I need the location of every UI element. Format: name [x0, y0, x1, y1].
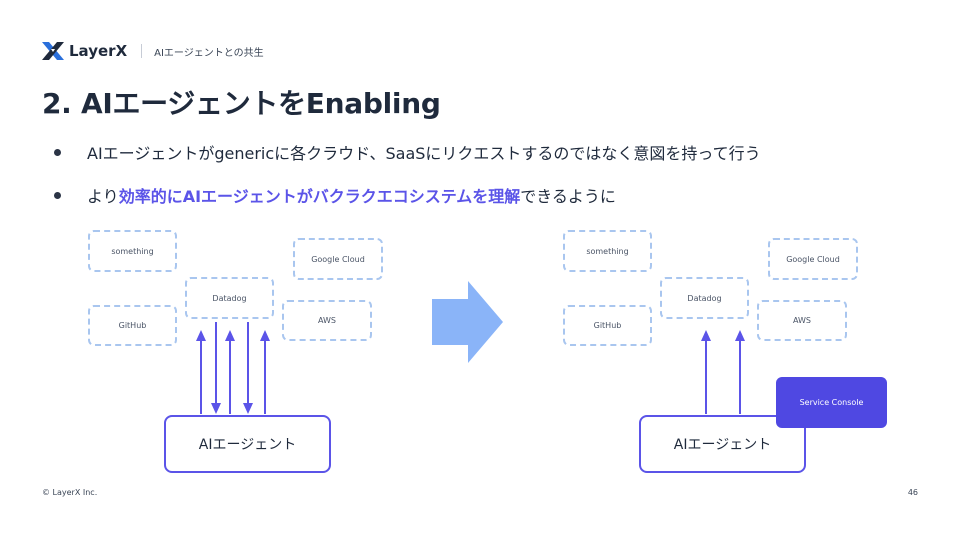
bullet-item: AIエージェントがgenericに各クラウド、SaaSにリクエストするのではなく… [54, 138, 761, 166]
layerx-logo-icon [42, 42, 64, 60]
arrow-down-icon [243, 322, 253, 414]
arrow-up-icon [225, 330, 235, 414]
bullet-text-after: できるように [520, 187, 616, 206]
arrow-up-icon [260, 330, 270, 414]
arrow-up-icon [701, 330, 711, 414]
bullet-dot-icon [54, 191, 61, 199]
service-box-github: GitHub [563, 305, 652, 346]
header-divider [141, 44, 143, 58]
ai-agent-box: AIエージェント [639, 415, 806, 473]
service-box-aws: AWS [757, 300, 847, 341]
service-box-aws: AWS [282, 300, 372, 341]
page-number: 46 [907, 488, 918, 497]
brand-name: LayerX [69, 42, 128, 60]
service-box-google-cloud: Google Cloud [768, 238, 858, 280]
service-box-google-cloud: Google Cloud [293, 238, 383, 280]
arrow-up-icon [735, 330, 745, 414]
bullet-text-before: より [87, 187, 119, 206]
brand-logo: LayerX [42, 42, 127, 60]
transition-arrow-icon [432, 281, 503, 363]
arrow-down-icon [211, 322, 221, 414]
bullet-list: AIエージェントがgenericに各クラウド、SaaSにリクエストするのではなく… [54, 138, 761, 224]
section-title: AIエージェントとの共生 [154, 47, 264, 59]
service-box-something: something [563, 230, 652, 272]
service-box-datadog: Datadog [185, 277, 274, 319]
arrow-up-icon [196, 330, 206, 414]
service-box-datadog: Datadog [660, 277, 749, 319]
ai-agent-box: AIエージェント [164, 415, 331, 473]
service-box-something: something [88, 230, 177, 272]
bullet-text: AIエージェントがgenericに各クラウド、SaaSにリクエストするのではなく… [87, 144, 761, 163]
service-console-box: Service Console [776, 377, 887, 428]
slide-title: 2. AIエージェントをEnabling [42, 87, 441, 120]
service-box-github: GitHub [88, 305, 177, 346]
slide-header: LayerX AIエージェントとの共生 [42, 40, 264, 62]
footer-copyright: © LayerX Inc. [42, 488, 98, 497]
bullet-item: より効率的にAIエージェントがバクラクエコシステムを理解できるように [54, 181, 761, 209]
bullet-highlight: 効率的にAIエージェントがバクラクエコシステムを理解 [118, 187, 521, 206]
bullet-dot-icon [54, 148, 61, 156]
